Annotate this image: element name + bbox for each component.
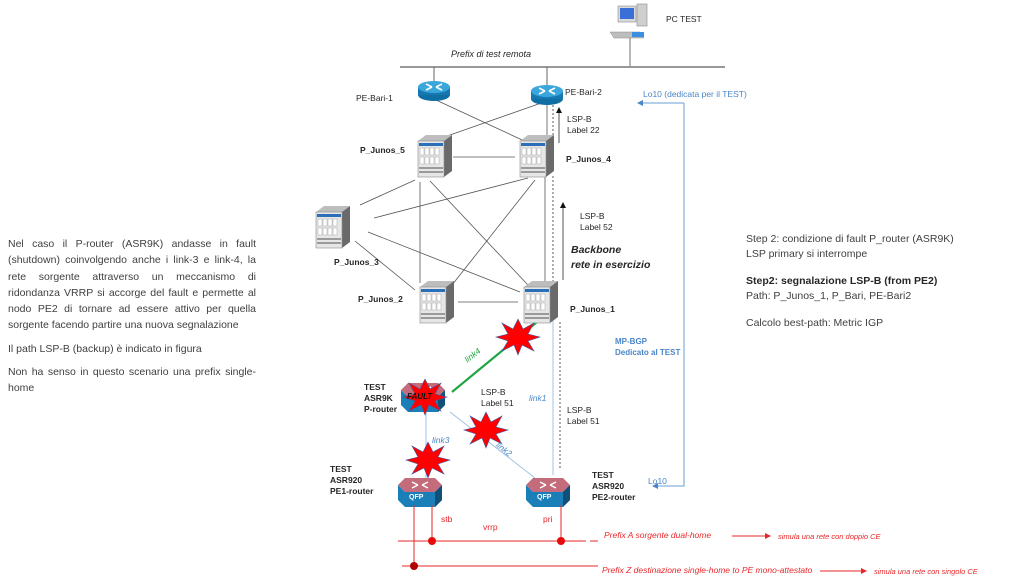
pe1-qfp-label: QFP bbox=[409, 494, 424, 501]
description-paragraph-2: Il path LSP-B (backup) è indicato in fig… bbox=[8, 342, 202, 355]
link3-label: link3 bbox=[432, 435, 450, 445]
lo10-bracket bbox=[652, 103, 685, 489]
description-paragraph-1: Nel caso il P-router (ASR9K) andasse in … bbox=[8, 238, 256, 332]
left-description: Nel caso il P-router (ASR9K) andasse in … bbox=[8, 236, 256, 404]
pri-label: pri bbox=[543, 514, 553, 524]
description-paragraph-3: Non ha senso in questo scenario una pref… bbox=[8, 366, 256, 395]
p-junos-3-chassis-icon bbox=[315, 205, 351, 249]
link4-fault-icon bbox=[495, 318, 541, 356]
right-notes: Step 2: condizione di fault P_router (AS… bbox=[746, 232, 1024, 331]
link3-fault-icon bbox=[405, 441, 451, 479]
pe-bari-1-label: PE-Bari-1 bbox=[356, 93, 393, 103]
link2-line bbox=[449, 411, 536, 479]
p-junos-2-chassis-icon bbox=[419, 280, 455, 324]
backbone-links bbox=[354, 99, 548, 303]
prefix-a-note: simula una rete con doppio CE bbox=[778, 532, 881, 541]
signal-title: Step2: segnalazione LSP-B (from PE2) bbox=[746, 275, 938, 287]
p-junos-1-label: P_Junos_1 bbox=[570, 304, 615, 314]
fault-label: FAULT bbox=[407, 392, 433, 401]
lo10-bottom-label: Lo10 bbox=[648, 476, 667, 486]
prefix-z-note: simula una rete con singolo CE bbox=[874, 567, 978, 576]
p-junos-4-chassis-icon bbox=[519, 134, 555, 178]
best-path: Calcolo best-path: Metric IGP bbox=[746, 317, 884, 329]
pe-bari-1-router-icon bbox=[417, 80, 451, 102]
p-junos-5-chassis-icon bbox=[417, 134, 453, 178]
step2-line: LSP primary si interrompe bbox=[746, 248, 868, 260]
p-junos-3-label: P_Junos_3 bbox=[334, 257, 379, 267]
step2-block: Step 2: condizione di fault P_router (AS… bbox=[746, 232, 1024, 262]
p-junos-5-label: P_Junos_5 bbox=[360, 145, 405, 155]
step2-title: Step 2: condizione di fault P_router (AS… bbox=[746, 233, 954, 245]
pe-bari-2-router-icon bbox=[530, 84, 564, 106]
pe-bari-2-label: PE-Bari-2 bbox=[565, 87, 602, 97]
remote-prefix-label: Prefix di test remota bbox=[451, 49, 532, 59]
signal-path: Path: P_Junos_1, P_Bari, PE-Bari2 bbox=[746, 290, 912, 302]
prefix-z-label: Prefix Z destinazione single-home to PE … bbox=[602, 565, 813, 575]
vrrp-label: vrrp bbox=[483, 522, 498, 532]
prefix-a-label: Prefix A sorgente dual-home bbox=[604, 530, 712, 540]
pc-icon bbox=[609, 3, 648, 39]
p-junos-4-label: P_Junos_4 bbox=[566, 154, 611, 164]
stb-label: stb bbox=[441, 514, 453, 524]
link1-label: link1 bbox=[529, 393, 547, 403]
p-junos-1-chassis-icon bbox=[523, 280, 559, 324]
pc-test-label: PC TEST bbox=[666, 14, 702, 24]
signal-block: Step2: segnalazione LSP-B (from PE2) Pat… bbox=[746, 274, 1024, 304]
lo10-top-label: Lo10 (dedicata per il TEST) bbox=[643, 89, 747, 99]
pe2-qfp-label: QFP bbox=[537, 494, 552, 501]
p-junos-2-label: P_Junos_2 bbox=[358, 294, 403, 304]
